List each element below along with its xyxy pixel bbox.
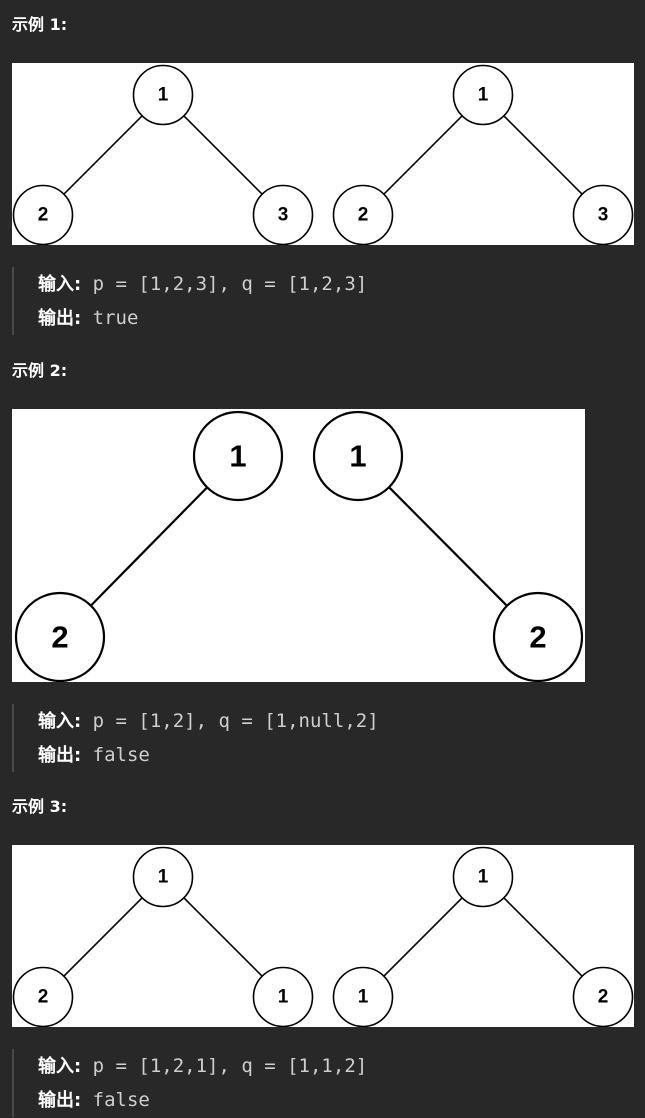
example-1-heading: 示例 1: bbox=[12, 15, 68, 34]
tree-node-label: 2 bbox=[598, 987, 609, 1008]
example-3-io: 输入: p = [1,2,1], q = [1,1,2] 输出: false bbox=[12, 1049, 367, 1117]
example-3-input-line: 输入: p = [1,2,1], q = [1,1,2] bbox=[38, 1049, 367, 1083]
tree-node-label: 1 bbox=[478, 85, 489, 106]
tree-node: 3 bbox=[252, 184, 314, 245]
tree-node-label: 1 bbox=[229, 439, 246, 474]
tree-edge bbox=[388, 486, 508, 607]
input-label: 输入: bbox=[38, 711, 82, 732]
tree-node-label: 1 bbox=[358, 987, 369, 1008]
tree-node-label: 3 bbox=[278, 205, 289, 226]
tree-node: 2 bbox=[12, 966, 74, 1027]
example-3-figure: 1 2 1 1 1 2 bbox=[12, 845, 634, 1027]
example-2-input-line: 输入: p = [1,2], q = [1,null,2] bbox=[38, 704, 379, 738]
tree-node-circle bbox=[332, 966, 394, 1027]
example-1-trees: 1 2 3 1 2 3 bbox=[12, 64, 634, 245]
tree-node-circle bbox=[572, 966, 634, 1027]
tree-node: 2 bbox=[572, 966, 634, 1027]
tree-node-circle bbox=[252, 966, 314, 1027]
tree-node-circle bbox=[192, 410, 284, 502]
tree-edge bbox=[183, 897, 263, 977]
input-value: p = [1,2,3], q = [1,2,3] bbox=[92, 273, 368, 295]
tree-node-circle bbox=[132, 64, 194, 126]
input-value: p = [1,2], q = [1,null,2] bbox=[92, 710, 379, 732]
tree-node: 1 bbox=[132, 64, 194, 126]
example-2-output-line: 输出: false bbox=[38, 738, 379, 772]
input-label: 输入: bbox=[38, 1056, 82, 1077]
tree-node-label: 1 bbox=[158, 85, 169, 106]
tree-node-circle bbox=[332, 184, 394, 245]
tree-node-label: 1 bbox=[278, 987, 289, 1008]
output-value: true bbox=[92, 307, 139, 329]
output-label: 输出: bbox=[38, 308, 82, 329]
tree-node-circle bbox=[452, 846, 514, 908]
tree-node-circle bbox=[14, 591, 106, 682]
tree-node: 1 bbox=[312, 410, 404, 502]
output-value: false bbox=[92, 744, 150, 766]
tree-node: 3 bbox=[572, 184, 634, 245]
example-2-trees: 1 2 1 2 bbox=[14, 410, 584, 682]
tree-node-label: 1 bbox=[349, 439, 366, 474]
example-2-heading: 示例 2: bbox=[12, 361, 68, 380]
tree-node-label: 1 bbox=[478, 867, 489, 888]
tree-node-circle bbox=[252, 184, 314, 245]
tree-node: 1 bbox=[132, 846, 194, 908]
tree-node: 1 bbox=[252, 966, 314, 1027]
tree-node-circle bbox=[312, 410, 404, 502]
tree-node-circle bbox=[452, 64, 514, 126]
tree-node: 1 bbox=[452, 846, 514, 908]
example-2-figure: 1 2 1 2 bbox=[12, 409, 585, 682]
tree-node: 2 bbox=[492, 591, 584, 682]
tree-node-label: 1 bbox=[158, 867, 169, 888]
input-value: p = [1,2,1], q = [1,1,2] bbox=[92, 1055, 368, 1077]
tree-node-circle bbox=[12, 966, 74, 1027]
tree-node-label: 2 bbox=[38, 205, 49, 226]
tree-edge bbox=[63, 115, 143, 195]
tree-edge bbox=[183, 115, 263, 195]
input-label: 输入: bbox=[38, 274, 82, 295]
tree-node-label: 2 bbox=[358, 205, 369, 226]
example-3-output-line: 输出: false bbox=[38, 1083, 367, 1117]
output-value: false bbox=[92, 1089, 150, 1111]
tree-edge bbox=[503, 897, 583, 977]
example-3-heading: 示例 3: bbox=[12, 797, 68, 816]
tree-node: 2 bbox=[12, 184, 74, 245]
tree-node: 1 bbox=[332, 966, 394, 1027]
tree-node: 1 bbox=[452, 64, 514, 126]
tree-node-label: 2 bbox=[51, 620, 68, 655]
example-1-io: 输入: p = [1,2,3], q = [1,2,3] 输出: true bbox=[12, 267, 367, 335]
example-1-output-line: 输出: true bbox=[38, 301, 367, 335]
tree-edge bbox=[503, 115, 583, 195]
example-3-trees: 1 2 1 1 1 2 bbox=[12, 846, 634, 1027]
tree-node-circle bbox=[132, 846, 194, 908]
example-2-io: 输入: p = [1,2], q = [1,null,2] 输出: false bbox=[12, 704, 379, 772]
tree-node-label: 3 bbox=[598, 205, 609, 226]
tree-edge bbox=[90, 486, 208, 607]
output-label: 输出: bbox=[38, 745, 82, 766]
tree-edge bbox=[383, 115, 463, 195]
tree-node-label: 2 bbox=[529, 620, 546, 655]
tree-node-circle bbox=[12, 184, 74, 245]
tree-node: 2 bbox=[332, 184, 394, 245]
tree-node-label: 2 bbox=[38, 987, 49, 1008]
tree-node-circle bbox=[572, 184, 634, 245]
tree-node: 1 bbox=[192, 410, 284, 502]
example-1-figure: 1 2 3 1 2 3 bbox=[12, 63, 634, 245]
output-label: 输出: bbox=[38, 1090, 82, 1111]
tree-edge bbox=[63, 897, 143, 977]
tree-node-circle bbox=[492, 591, 584, 682]
tree-edge bbox=[383, 897, 463, 977]
tree-node: 2 bbox=[14, 591, 106, 682]
example-1-input-line: 输入: p = [1,2,3], q = [1,2,3] bbox=[38, 267, 367, 301]
